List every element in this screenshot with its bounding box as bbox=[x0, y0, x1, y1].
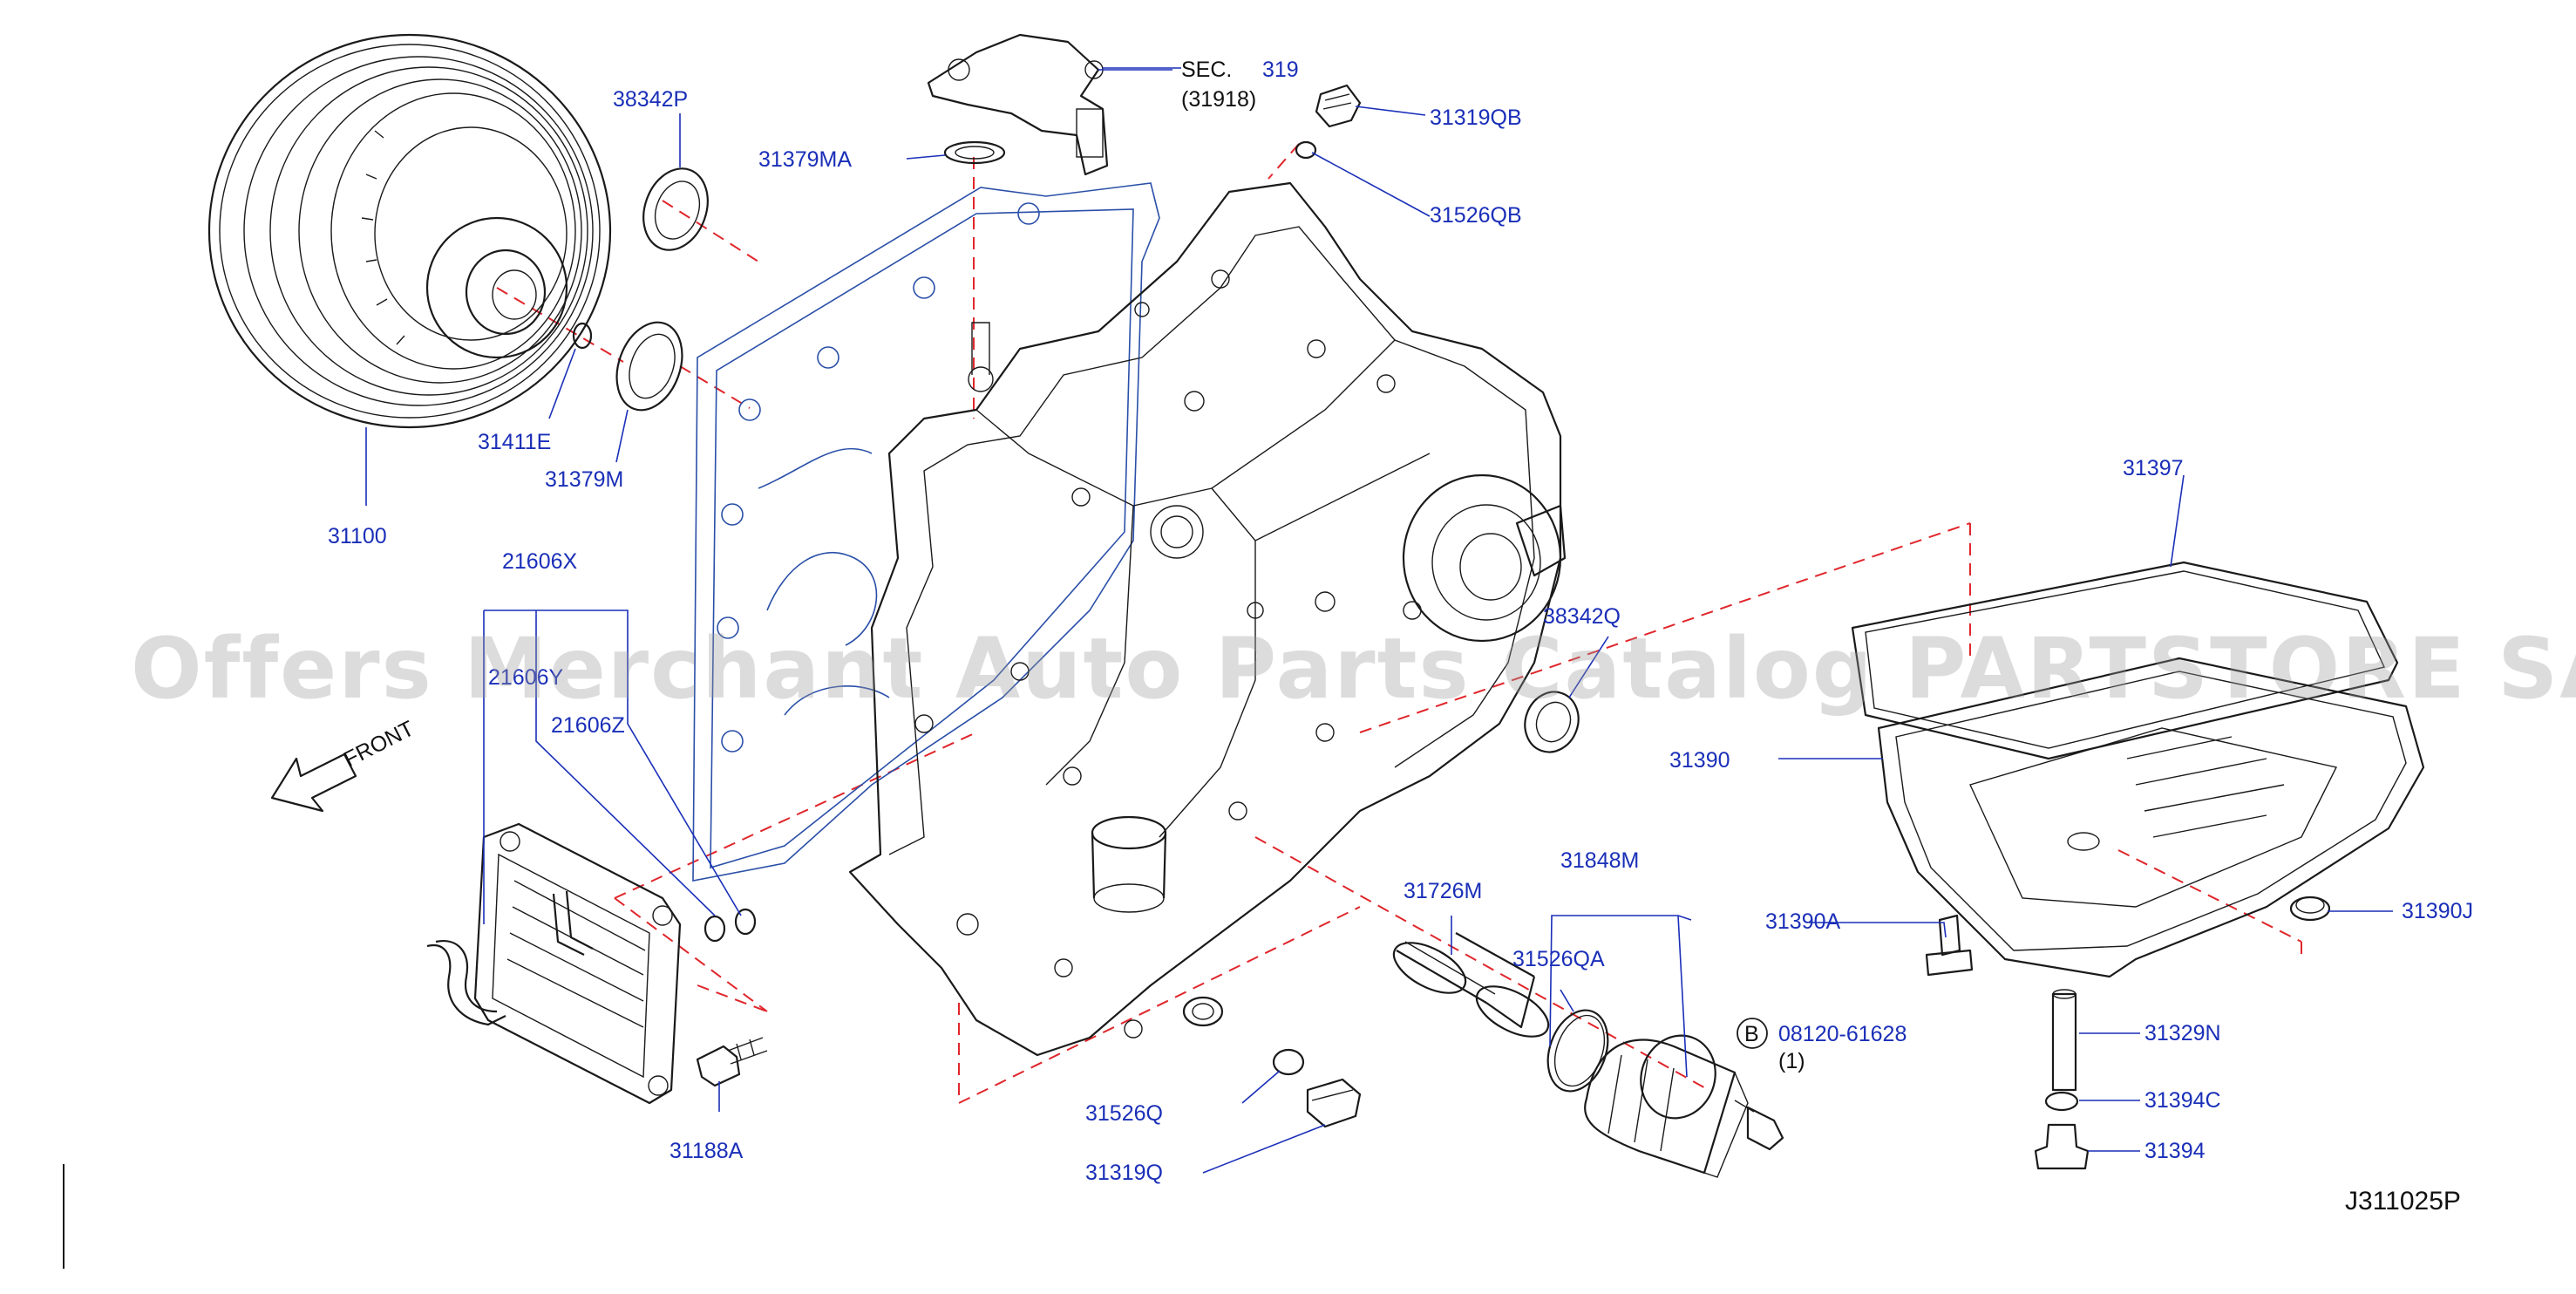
label-31319Q[interactable]: 31319Q bbox=[1085, 1161, 1163, 1185]
label-21606Y[interactable]: 21606Y bbox=[488, 665, 564, 690]
label-08120-61628[interactable]: 08120-61628 bbox=[1778, 1022, 1907, 1046]
label-31100[interactable]: 31100 bbox=[328, 524, 387, 548]
oil-pan-gasket-31397[interactable] bbox=[1851, 561, 2399, 760]
label-31394C[interactable]: 31394C bbox=[2144, 1088, 2221, 1113]
label-31379M[interactable]: 31379M bbox=[545, 467, 623, 492]
bolt-31390A[interactable] bbox=[1925, 914, 1974, 977]
diagram-code: J311025P bbox=[2345, 1187, 2461, 1216]
oil-cooler-21606X[interactable] bbox=[426, 822, 682, 1105]
washer-31526QB[interactable] bbox=[1295, 140, 1317, 160]
label-21606X[interactable]: 21606X bbox=[502, 549, 578, 574]
label-31526Q[interactable]: 31526Q bbox=[1085, 1101, 1163, 1126]
watermark-text: Offers Merchant Auto Parts Catalog PARTS… bbox=[131, 620, 2576, 718]
washer-31394C[interactable] bbox=[2044, 1091, 2079, 1112]
label-21606Z[interactable]: 21606Z bbox=[551, 713, 625, 738]
o-ring-31411E[interactable] bbox=[572, 322, 593, 350]
label-31526QB[interactable]: 31526QB bbox=[1430, 203, 1522, 228]
leader-lines bbox=[365, 67, 2393, 1174]
section-sub: (31918) bbox=[1181, 87, 1256, 112]
drain-plug-31394[interactable] bbox=[2034, 1123, 2090, 1170]
bolt-callout-letter: B bbox=[1744, 1022, 1759, 1046]
assembly-dashed-lines bbox=[496, 143, 2302, 1104]
label-31848M[interactable]: 31848M bbox=[1560, 848, 1639, 873]
oil-pan-31390[interactable] bbox=[1877, 657, 2425, 978]
label-31726M[interactable]: 31726M bbox=[1404, 879, 1482, 903]
torque-converter-31100[interactable] bbox=[207, 33, 612, 429]
bolt-callout-circle bbox=[1737, 1018, 1768, 1049]
label-31329N[interactable]: 31329N bbox=[2144, 1021, 2221, 1045]
label-31526QA[interactable]: 31526QA bbox=[1512, 947, 1605, 971]
label-31390[interactable]: 31390 bbox=[1669, 748, 1730, 773]
label-31390A[interactable]: 31390A bbox=[1765, 909, 1841, 934]
magnet-31390J[interactable] bbox=[2289, 896, 2331, 922]
seal-31379MA[interactable] bbox=[943, 140, 1006, 165]
o-ring-21606Z[interactable] bbox=[734, 908, 757, 936]
plug-31319QB[interactable] bbox=[1315, 84, 1362, 128]
label-31397[interactable]: 31397 bbox=[2123, 456, 2184, 480]
o-ring-21606Y[interactable] bbox=[703, 915, 726, 943]
speed-sensor[interactable] bbox=[927, 33, 1109, 176]
filter-cover-31848M[interactable] bbox=[1584, 1025, 1749, 1178]
front-label: FRONT bbox=[340, 716, 418, 772]
bolt-08120-61628[interactable] bbox=[1734, 1100, 1784, 1151]
section-number-link[interactable]: 319 bbox=[1262, 58, 1299, 82]
label-31379MA[interactable]: 31379MA bbox=[758, 147, 852, 172]
oil-filter-31726M[interactable] bbox=[1386, 932, 1556, 1046]
tube-31329N[interactable] bbox=[2051, 989, 2077, 1092]
label-31411E[interactable]: 31411E bbox=[478, 430, 551, 454]
front-arrow-icon bbox=[270, 753, 357, 813]
label-31188A[interactable]: 31188A bbox=[669, 1139, 744, 1163]
seal-38342Q[interactable] bbox=[1517, 684, 1587, 759]
label-31319QB[interactable]: 31319QB bbox=[1430, 106, 1522, 130]
label-31394[interactable]: 31394 bbox=[2144, 1139, 2206, 1163]
section-prefix: SEC. bbox=[1181, 58, 1232, 82]
bolt-31188A[interactable] bbox=[696, 1037, 768, 1087]
converter-housing-outline bbox=[692, 182, 1160, 882]
label-38342P[interactable]: 38342P bbox=[613, 87, 688, 112]
label-38342Q[interactable]: 38342Q bbox=[1543, 604, 1621, 629]
o-ring-31526QA[interactable] bbox=[1538, 1002, 1619, 1100]
seal-31379M[interactable] bbox=[605, 313, 693, 419]
label-31390J[interactable]: 31390J bbox=[2402, 899, 2473, 923]
seal-38342P[interactable] bbox=[633, 160, 719, 259]
washer-31526Q[interactable] bbox=[1272, 1048, 1305, 1076]
bolt-qty: (1) bbox=[1778, 1049, 1805, 1073]
transmission-case[interactable] bbox=[848, 181, 1567, 1057]
plug-31319Q[interactable] bbox=[1306, 1078, 1362, 1128]
